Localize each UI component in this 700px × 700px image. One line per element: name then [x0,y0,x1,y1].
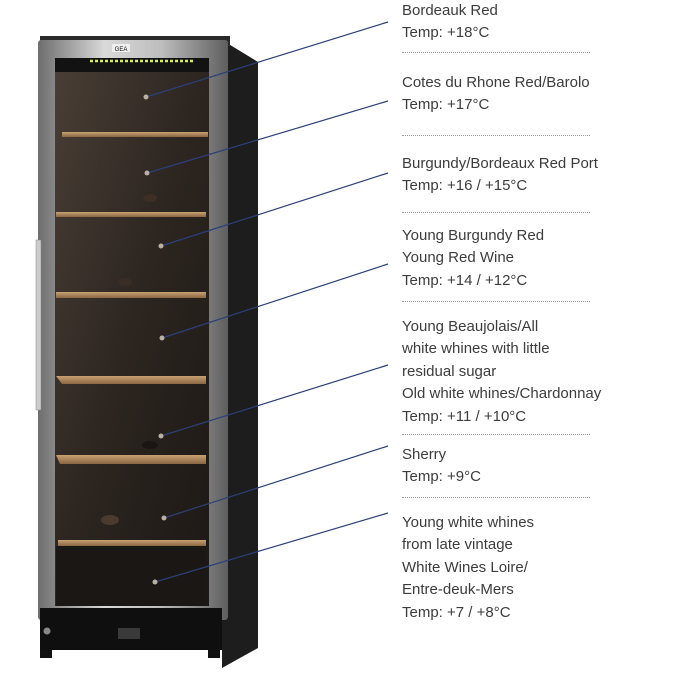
shelf [56,212,206,217]
leader-line [160,172,389,247]
zone-temperature: Temp: +14 / +12°C [402,271,528,289]
zone-name: Entre-deuk-Mers [402,581,514,599]
brand-plate [112,44,130,52]
leader-line [145,21,389,98]
zone-name: white whines with little [402,340,550,358]
lock-icon [43,627,51,635]
brand-label: GEA [115,47,128,53]
bottle [142,441,158,449]
zone-name: Young Beaujolais/All [402,318,539,335]
zone-separator [402,301,590,302]
bottle [101,515,119,525]
zone-name: Young white whines [402,514,535,531]
zone-separator [402,52,590,53]
zone-dot [159,335,165,341]
zone-name: residual sugar [402,362,497,380]
zone-separator [402,434,590,435]
leader-line [154,512,389,583]
zone-name: Young Burgundy Red [402,227,545,244]
bottom-drawer [56,546,206,606]
zone-temperature: Temp: +9°C [402,468,481,486]
zone-name: Bordeauk Red [402,2,498,19]
zone-separator [402,135,590,136]
leader-line [161,263,389,339]
shelf [56,376,206,384]
cabinet-side-panel [222,40,258,668]
leader-line [160,364,389,437]
zone-name: Old white whines/Chardonnay [402,385,602,403]
shelf [62,132,208,137]
foot [40,650,52,658]
control-panel [118,628,140,639]
zone-dot [152,579,158,585]
leader-line [163,445,389,519]
zone-temperature: Temp: +17°C [402,96,490,114]
zone-dot [143,94,149,100]
shelf [58,540,206,546]
leader-lines [143,21,389,585]
zone-dot [158,433,164,439]
zone-temperature: Temp: +16 / +15°C [402,177,528,195]
door-handle [35,239,42,411]
zone-temperature: Temp: +18°C [402,24,490,42]
zone-separator [402,497,590,498]
zone-separator [402,212,590,213]
zone-dot [144,170,150,176]
zone-name: Cotes du Rhone Red/Barolo [402,74,590,91]
zone-name: White Wines Loire/ [402,558,528,576]
zone-temperature: Temp: +7 / +8°C [402,603,511,621]
leader-line [146,100,389,174]
foot [208,650,220,658]
shelf [56,292,206,298]
bottle [118,278,132,286]
zone-dot [161,515,167,521]
zone-name: from late vintage [402,536,513,554]
shelf [56,455,206,464]
bottle [143,194,157,202]
zone-name: Young Red Wine [402,249,515,267]
zone-name: Sherry [402,446,447,463]
zone-name: Burgundy/Bordeaux Red Port [402,155,598,172]
zone-temperature: Temp: +11 / +10°C [402,407,527,425]
zone-dot [158,243,164,249]
zone-label: Young Beaujolais/All white whines with li… [402,316,692,428]
door-glass [55,58,209,606]
